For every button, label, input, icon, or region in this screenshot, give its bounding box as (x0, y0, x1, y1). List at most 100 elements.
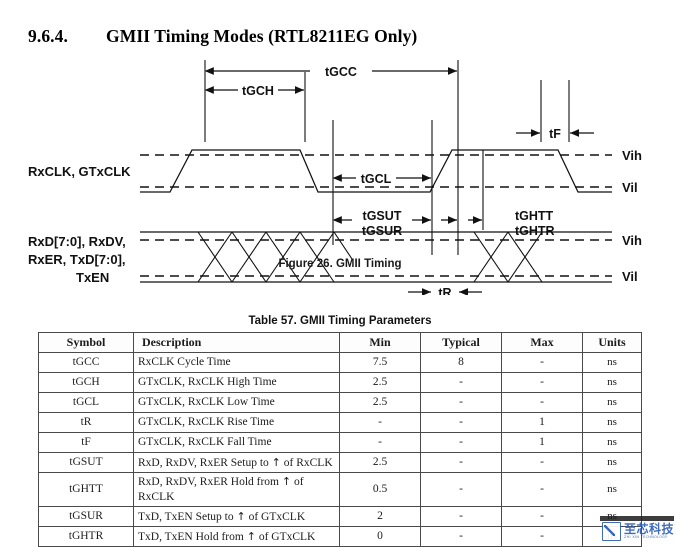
timing-diagram: tGCC tGCH tGCL tF tGSUT tGSUR tR tGHTT t… (0, 50, 680, 295)
level-label-clk-vil: Vil (622, 180, 638, 195)
rising-edge-arrow-icon: ↑ (271, 455, 281, 469)
cell-min: 7.5 (339, 352, 421, 373)
cell-units: ns (582, 352, 642, 373)
cell-min: 0.5 (339, 472, 421, 507)
description-suffix: of RxCLK (283, 456, 333, 469)
cell-symbol: tGCH (38, 372, 134, 393)
section-heading: 9.6.4.GMII Timing Modes (RTL8211EG Only) (28, 26, 417, 47)
cell-max: 1 (501, 432, 583, 453)
cell-max: - (501, 372, 583, 393)
cell-description: GTxCLK, RxCLK Low Time (133, 392, 340, 413)
cell-typical: - (420, 472, 502, 507)
cell-typical: - (420, 506, 502, 527)
cell-symbol: tGCC (38, 352, 134, 373)
cell-max: - (501, 352, 583, 373)
cell-symbol: tF (38, 432, 134, 453)
cell-typical: - (420, 526, 502, 547)
dim-label-tghtr: tGHTR (515, 224, 555, 238)
description-text: GTxCLK, RxCLK High Time (138, 376, 277, 388)
cell-max: - (501, 452, 583, 473)
cell-symbol: tGCL (38, 392, 134, 413)
description-suffix: of RxCLK (138, 476, 304, 503)
cell-max: - (501, 392, 583, 413)
cell-description: TxD, TxEN Setup to ↑ of GTxCLK (133, 506, 340, 527)
clock-level-lines (140, 154, 612, 188)
cell-min: 2.5 (339, 392, 421, 413)
data-level-lines (140, 239, 612, 277)
description-suffix: of GTxCLK (248, 510, 306, 523)
cell-description: RxD, RxDV, RxER Setup to ↑ of RxCLK (133, 452, 340, 473)
cell-min: 0 (339, 526, 421, 547)
dim-label-tgcc: tGCC (325, 65, 357, 79)
cell-symbol: tGSUT (38, 452, 134, 473)
dim-label-tgcl: tGCL (361, 172, 392, 186)
level-label-data-vih: Vih (622, 233, 642, 248)
gmii-timing-parameters-table: Symbol Description Min Typical Max Units… (38, 332, 642, 547)
description-text: RxCLK Cycle Time (138, 356, 231, 368)
description-text: RxD, RxDV, RxER Setup to (138, 456, 269, 469)
clock-waveform (140, 149, 612, 193)
level-label-data-vil: Vil (622, 269, 638, 284)
description-text: GTxCLK, RxCLK Fall Time (138, 436, 272, 448)
level-label-clk-vih: Vih (622, 148, 642, 163)
dim-label-tgch: tGCH (242, 84, 274, 98)
cell-units: ns (582, 472, 642, 507)
construction-lines (204, 60, 570, 255)
cell-typical: - (420, 432, 502, 453)
cell-max: 1 (501, 412, 583, 433)
cell-symbol: tGHTR (38, 526, 134, 547)
table-header-row: Symbol Description Min Typical Max Units (38, 332, 642, 353)
description-suffix: of GTxCLK (258, 530, 316, 543)
description-text: GTxCLK, RxCLK Rise Time (138, 416, 275, 428)
cell-max: - (501, 506, 583, 527)
signal-label-data-3: TxEN (76, 270, 109, 285)
data-crosshatch-right (473, 231, 543, 283)
cell-units: ns (582, 452, 642, 473)
dim-label-tgsut: tGSUT (363, 209, 402, 223)
cell-units: ns (582, 372, 642, 393)
column-header-max: Max (501, 332, 583, 353)
cell-typical: - (420, 452, 502, 473)
cell-max: - (501, 526, 583, 547)
watermark-name-cn: 至芯科技 (623, 522, 674, 537)
table-caption: Table 57. GMII Timing Parameters (248, 315, 432, 327)
arrow-square-icon (601, 522, 621, 541)
cell-typical: - (420, 392, 502, 413)
cell-symbol: tR (38, 412, 134, 433)
data-waveform-rails (140, 231, 612, 283)
rising-edge-arrow-icon: ↑ (236, 509, 246, 523)
cell-description: RxCLK Cycle Time (133, 352, 340, 373)
dim-label-tghtt: tGHTT (515, 209, 554, 223)
dim-label-tf: tF (549, 127, 561, 141)
watermark-bar (600, 516, 674, 521)
cell-min: - (339, 412, 421, 433)
column-header-min: Min (339, 332, 421, 353)
cell-max: - (501, 472, 583, 507)
column-header-description: Description (133, 332, 340, 353)
cell-description: GTxCLK, RxCLK High Time (133, 372, 340, 393)
cell-min: 2.5 (339, 372, 421, 393)
figure-caption: Figure 26. GMII Timing (278, 258, 402, 270)
cell-symbol: tGSUR (38, 506, 134, 527)
watermark-text: 至芯科技 ZHI XIN TECHNOLOGY (624, 523, 674, 539)
signal-label-data-2: RxER, TxD[7:0], (28, 252, 126, 267)
cell-description: GTxCLK, RxCLK Rise Time (133, 412, 340, 433)
cell-symbol: tGHTT (38, 472, 134, 507)
cell-min: 2 (339, 506, 421, 527)
cell-units: ns (582, 392, 642, 413)
signal-label-clock: RxCLK, GTxCLK (28, 164, 131, 179)
dim-label-tgsur: tGSUR (362, 224, 402, 238)
cell-typical: - (420, 412, 502, 433)
rising-edge-arrow-icon: ↑ (246, 529, 256, 543)
cell-units: ns (582, 432, 642, 453)
cell-description: TxD, TxEN Hold from ↑ of GTxCLK (133, 526, 340, 547)
description-text: GTxCLK, RxCLK Low Time (138, 396, 275, 408)
